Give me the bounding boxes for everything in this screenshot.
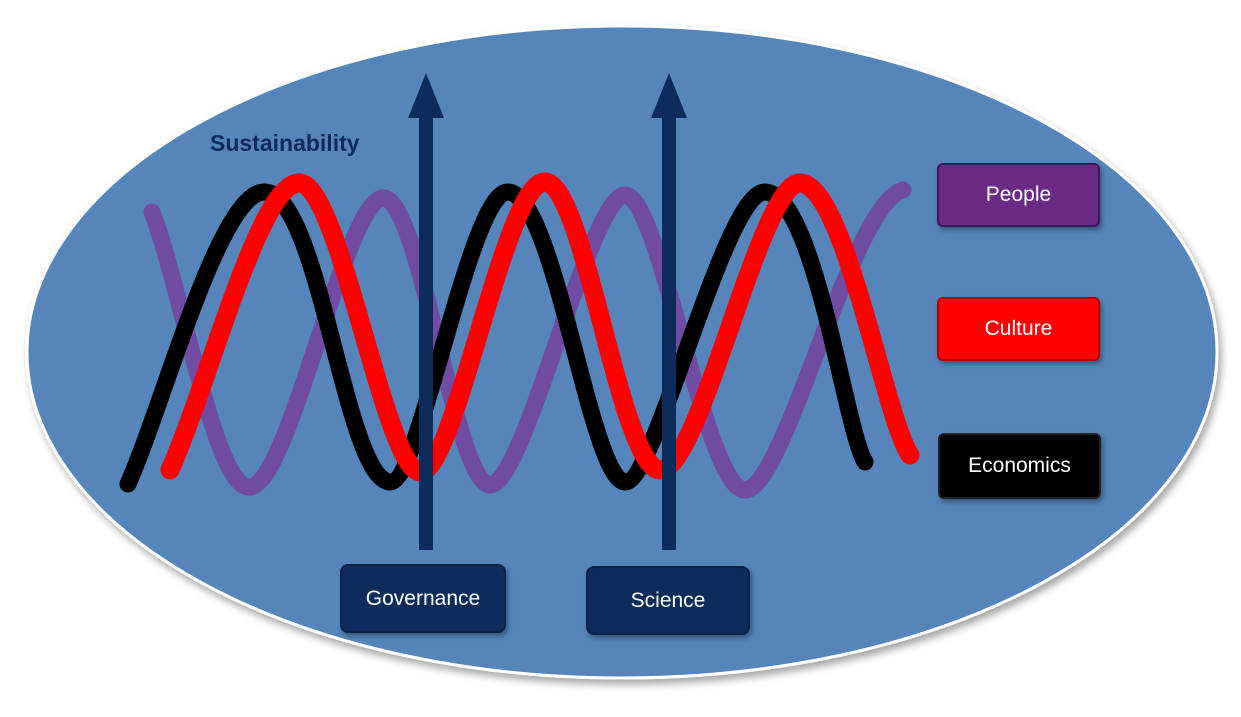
- sustainability-title: Sustainability: [210, 130, 360, 156]
- people-wave: [143, 181, 912, 499]
- legend-economics: Economics: [938, 433, 1101, 499]
- governance-label: Governance: [365, 586, 481, 610]
- background-ellipse: [25, 24, 1219, 680]
- legend-culture-label: Culture: [984, 317, 1053, 340]
- science-label: Science: [630, 588, 706, 612]
- legend-people-label: People: [985, 183, 1052, 206]
- legend-economics-label: Economics: [968, 454, 1071, 477]
- governance-box: Governance: [340, 564, 506, 633]
- legend-culture: Culture: [937, 297, 1100, 361]
- governance-arrow: [408, 73, 444, 550]
- science-arrow: [651, 73, 687, 550]
- legend-people: People: [937, 163, 1100, 227]
- science-box: Science: [586, 566, 750, 635]
- culture-wave: [160, 172, 920, 482]
- economics-wave: [119, 183, 874, 493]
